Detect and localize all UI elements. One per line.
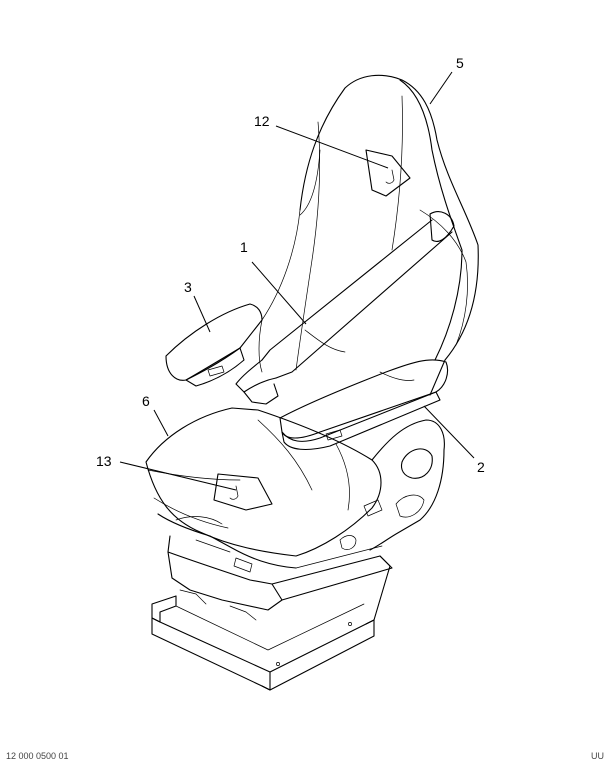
figure-code-right: UU — [591, 751, 604, 761]
callout-12: 12 — [254, 113, 270, 129]
backrest-logo-patch — [365, 149, 411, 197]
seat-base — [157, 513, 393, 621]
side-shell — [339, 419, 445, 551]
leader-6 — [153, 409, 169, 437]
callout-13: 13 — [96, 453, 112, 469]
callout-3: 3 — [184, 279, 192, 295]
leader-lines — [119, 71, 475, 491]
figure-code: 12 000 0500 01 — [6, 751, 69, 761]
leader-13 — [119, 461, 237, 491]
leader-12 — [275, 125, 389, 169]
callout-1: 1 — [240, 239, 248, 255]
seat-logo-patch — [213, 473, 273, 511]
mounting-bracket — [151, 555, 391, 691]
callout-6: 6 — [142, 393, 150, 409]
seat-belt — [235, 211, 455, 405]
leader-2 — [423, 405, 475, 459]
leader-5 — [429, 71, 453, 105]
callout-2: 2 — [477, 459, 485, 475]
armrest-left — [165, 303, 263, 387]
leader-3 — [193, 295, 211, 333]
callout-5: 5 — [456, 55, 464, 71]
seat-cushion — [145, 407, 382, 557]
armrest-right — [279, 359, 449, 451]
backrest — [258, 74, 479, 396]
leader-1 — [251, 261, 307, 325]
